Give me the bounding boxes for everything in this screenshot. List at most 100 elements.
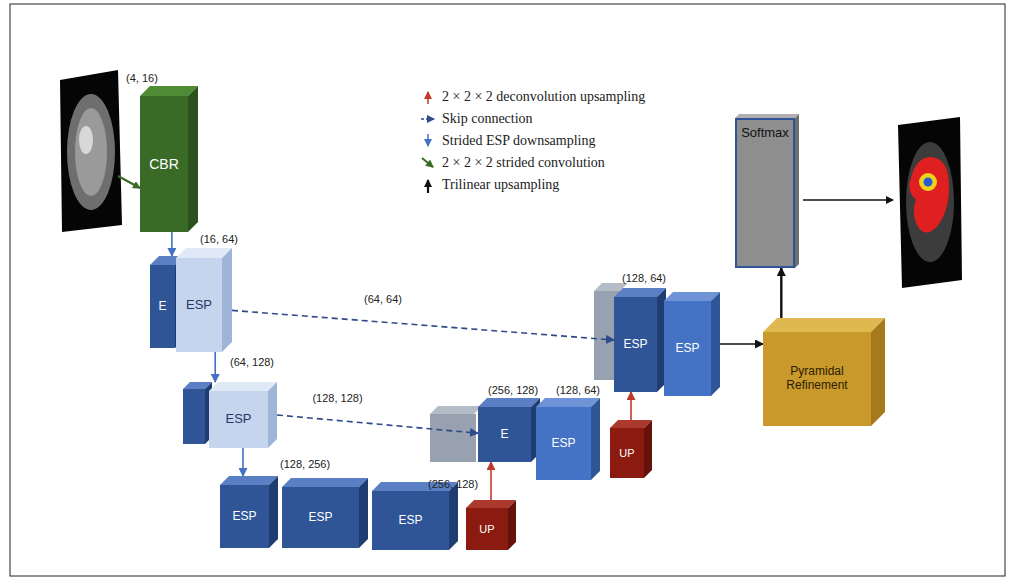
- legend-text: Strided ESP downsampling: [442, 133, 596, 149]
- esp-block: ESP: [536, 398, 600, 480]
- block-label: UP: [479, 523, 494, 536]
- shape-label: (128, 64): [556, 384, 600, 396]
- block-top: [536, 398, 600, 407]
- block-faces: [478, 398, 540, 462]
- strided-conv-symbol: [422, 158, 433, 167]
- block-top: [664, 292, 720, 301]
- esp-block: ESP: [614, 288, 666, 392]
- edema-region: [909, 157, 949, 233]
- cbr-block: CBR: [140, 86, 198, 232]
- block-label: CBR: [149, 156, 179, 172]
- block-front: [176, 258, 222, 352]
- block-face: CBR: [140, 96, 188, 232]
- shape-label: (256, 128): [428, 478, 478, 490]
- block-side: [644, 420, 652, 478]
- block-side: [222, 248, 232, 352]
- brain-slice: [67, 94, 115, 210]
- esp-block: ESP: [176, 248, 232, 352]
- block-label: ESP: [225, 412, 251, 427]
- deconv-arrow-symbol: [427, 92, 429, 104]
- trilinear-arrow-symbol: [427, 180, 429, 193]
- shape-label: (64, 128): [230, 356, 274, 368]
- block-label: Pyramidal Refinement: [763, 365, 871, 393]
- input-arrow: [118, 176, 140, 188]
- block-face: ESP: [176, 258, 222, 352]
- skip-connection: [232, 310, 614, 340]
- brain-slice: [906, 142, 954, 262]
- block-face: ESP: [220, 485, 269, 548]
- output-image: [898, 117, 962, 288]
- block-top: [478, 398, 540, 407]
- flow-arrow: [630, 392, 632, 420]
- block-front: [150, 265, 175, 348]
- block-side: [268, 382, 277, 448]
- skip-connection: [277, 415, 478, 433]
- block-side: [508, 500, 516, 550]
- legend-text: 2 × 2 × 2 strided convolution: [442, 155, 605, 171]
- upsample-block: UP: [610, 420, 652, 478]
- block-front: [220, 485, 269, 548]
- block-face: ESP: [282, 487, 359, 548]
- block-front: [140, 96, 188, 232]
- esp-block: ESP: [220, 476, 278, 548]
- flow-arrow: [214, 352, 216, 382]
- block-face: UP: [610, 428, 644, 478]
- block-face: UP: [466, 508, 508, 550]
- edge-label: (128, 128): [310, 392, 364, 404]
- block-label: ESP: [623, 338, 647, 352]
- softmax-block: Softmax: [735, 114, 799, 268]
- frame: [10, 4, 1005, 576]
- block-face: ESP: [536, 407, 591, 480]
- legend-text: 2 × 2 × 2 deconvolution upsampling: [442, 89, 645, 105]
- block-top: [466, 500, 516, 508]
- block-side: [449, 482, 458, 550]
- legend-text: Skip connection: [442, 111, 533, 127]
- block-face: ESP: [614, 297, 657, 392]
- esp-block: E: [478, 398, 540, 462]
- block-top: [220, 476, 278, 485]
- block-label: E: [158, 300, 166, 314]
- block-label: Softmax: [741, 126, 789, 141]
- shape-label: (16, 64): [200, 233, 238, 245]
- block-label: UP: [619, 447, 634, 460]
- block-face: E: [478, 407, 531, 462]
- skip-feature-block: [430, 406, 482, 462]
- block-top: [430, 406, 482, 414]
- block-front: [736, 119, 794, 267]
- block-side: [795, 114, 799, 268]
- edge-label: (64, 64): [362, 293, 404, 305]
- flow-arrow: [720, 343, 763, 345]
- lesion-bright: [79, 126, 93, 154]
- block-label: ESP: [398, 514, 422, 528]
- flow-arrow: [171, 232, 173, 256]
- block-label: ESP: [675, 342, 699, 356]
- downsample-arrow-symbol: [427, 134, 429, 146]
- block-top: [209, 382, 277, 391]
- block-front: [614, 297, 657, 392]
- esp-block: ESP: [372, 482, 458, 550]
- esp-block: ESP: [282, 478, 368, 548]
- block-face: ESP: [664, 301, 711, 396]
- block-front: [536, 407, 591, 480]
- block-label: ESP: [551, 437, 575, 451]
- block-label: ESP: [232, 510, 256, 524]
- block-label: ESP: [186, 298, 212, 313]
- necrotic-core: [924, 178, 933, 187]
- brain-tissue: [75, 108, 107, 196]
- block-front: [763, 332, 871, 426]
- block-side: [188, 86, 198, 232]
- block-side: [591, 398, 600, 480]
- shape-label: (128, 64): [622, 272, 666, 284]
- block-top: [282, 478, 368, 487]
- block-front: [209, 391, 268, 448]
- legend-symbols: [421, 92, 434, 193]
- enhancing-region: [919, 173, 937, 191]
- refinement-block: Pyramidal Refinement: [763, 318, 885, 426]
- legend-text: Trilinear upsampling: [442, 177, 559, 193]
- block-front: [372, 491, 449, 550]
- block-front: [478, 407, 531, 462]
- block-top: [614, 288, 666, 297]
- block-top: [763, 318, 885, 332]
